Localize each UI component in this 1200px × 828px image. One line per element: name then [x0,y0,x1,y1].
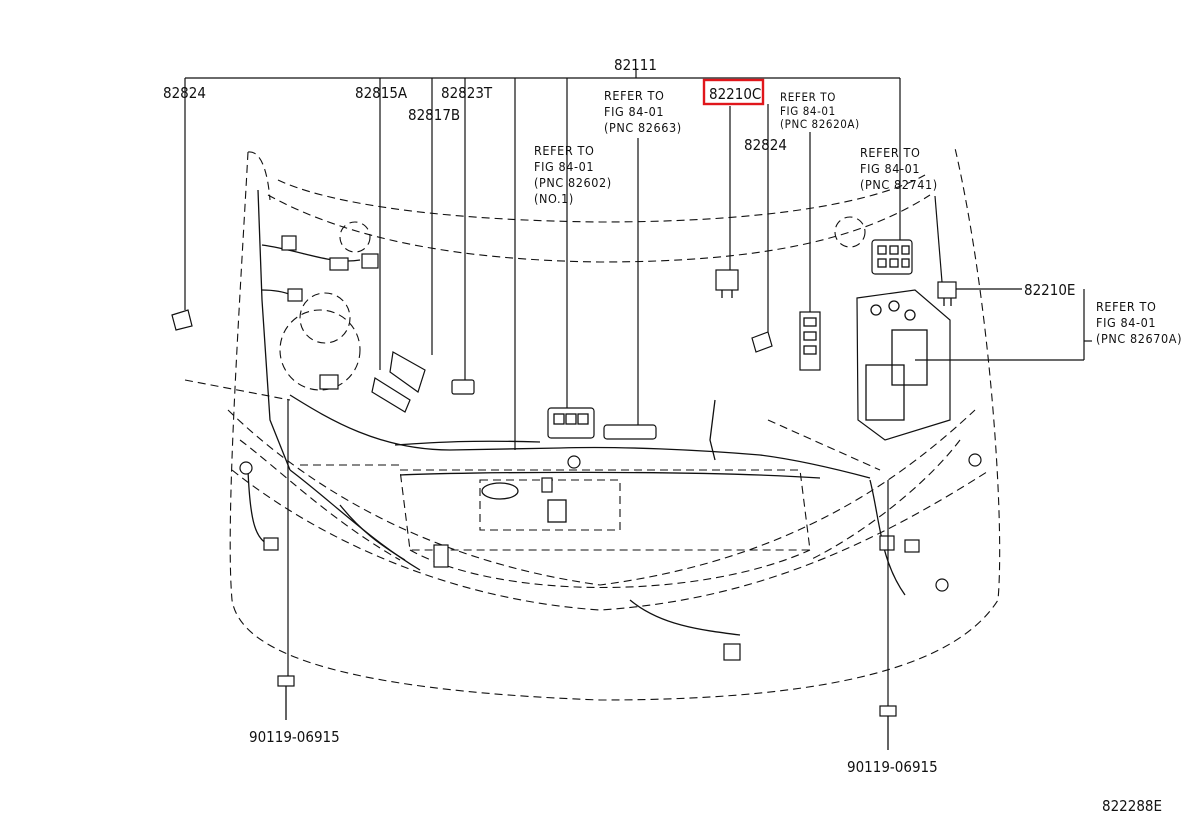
label-bolt-right: 90119-06915 [847,758,938,776]
ref-82663: REFER TO FIG 84-01 (PNC 82663) [604,88,682,135]
label-82815A: 82815A [355,84,408,102]
label-82824-right: 82824 [744,136,787,154]
part-labels: 82111 82824 82815A 82823T 82817B 82210C … [163,56,1162,815]
ref-82670A: REFER TO FIG 84-01 (PNC 82670A) [1096,299,1182,346]
leader-lines [184,68,1092,706]
ref-82741: REFER TO FIG 84-01 (PNC 82741) [860,145,938,192]
figure-id: 822288E [1102,797,1162,815]
label-82823T: 82823T [441,84,493,102]
reference-notes: REFER TO FIG 84-01 (PNC 82663) REFER TO … [534,88,1182,346]
highlight-82210C [702,78,765,106]
bolt-right-icon [879,705,897,750]
connector-blocks [171,235,982,750]
ref-82602: REFER TO FIG 84-01 (PNC 82602) (NO.1) [534,143,616,206]
label-82210E: 82210E [1024,281,1075,299]
ref-82620A: REFER TO FIG 84-01 (PNC 82620A) [780,90,860,131]
label-82111: 82111 [614,56,657,74]
label-82824-left: 82824 [163,84,206,102]
label-bolt-left: 90119-06915 [249,728,340,746]
bolt-left-icon [277,675,295,720]
label-82817B: 82817B [408,106,460,124]
label-82210C: 82210C [709,85,761,103]
vehicle-body-outline [227,147,1001,701]
